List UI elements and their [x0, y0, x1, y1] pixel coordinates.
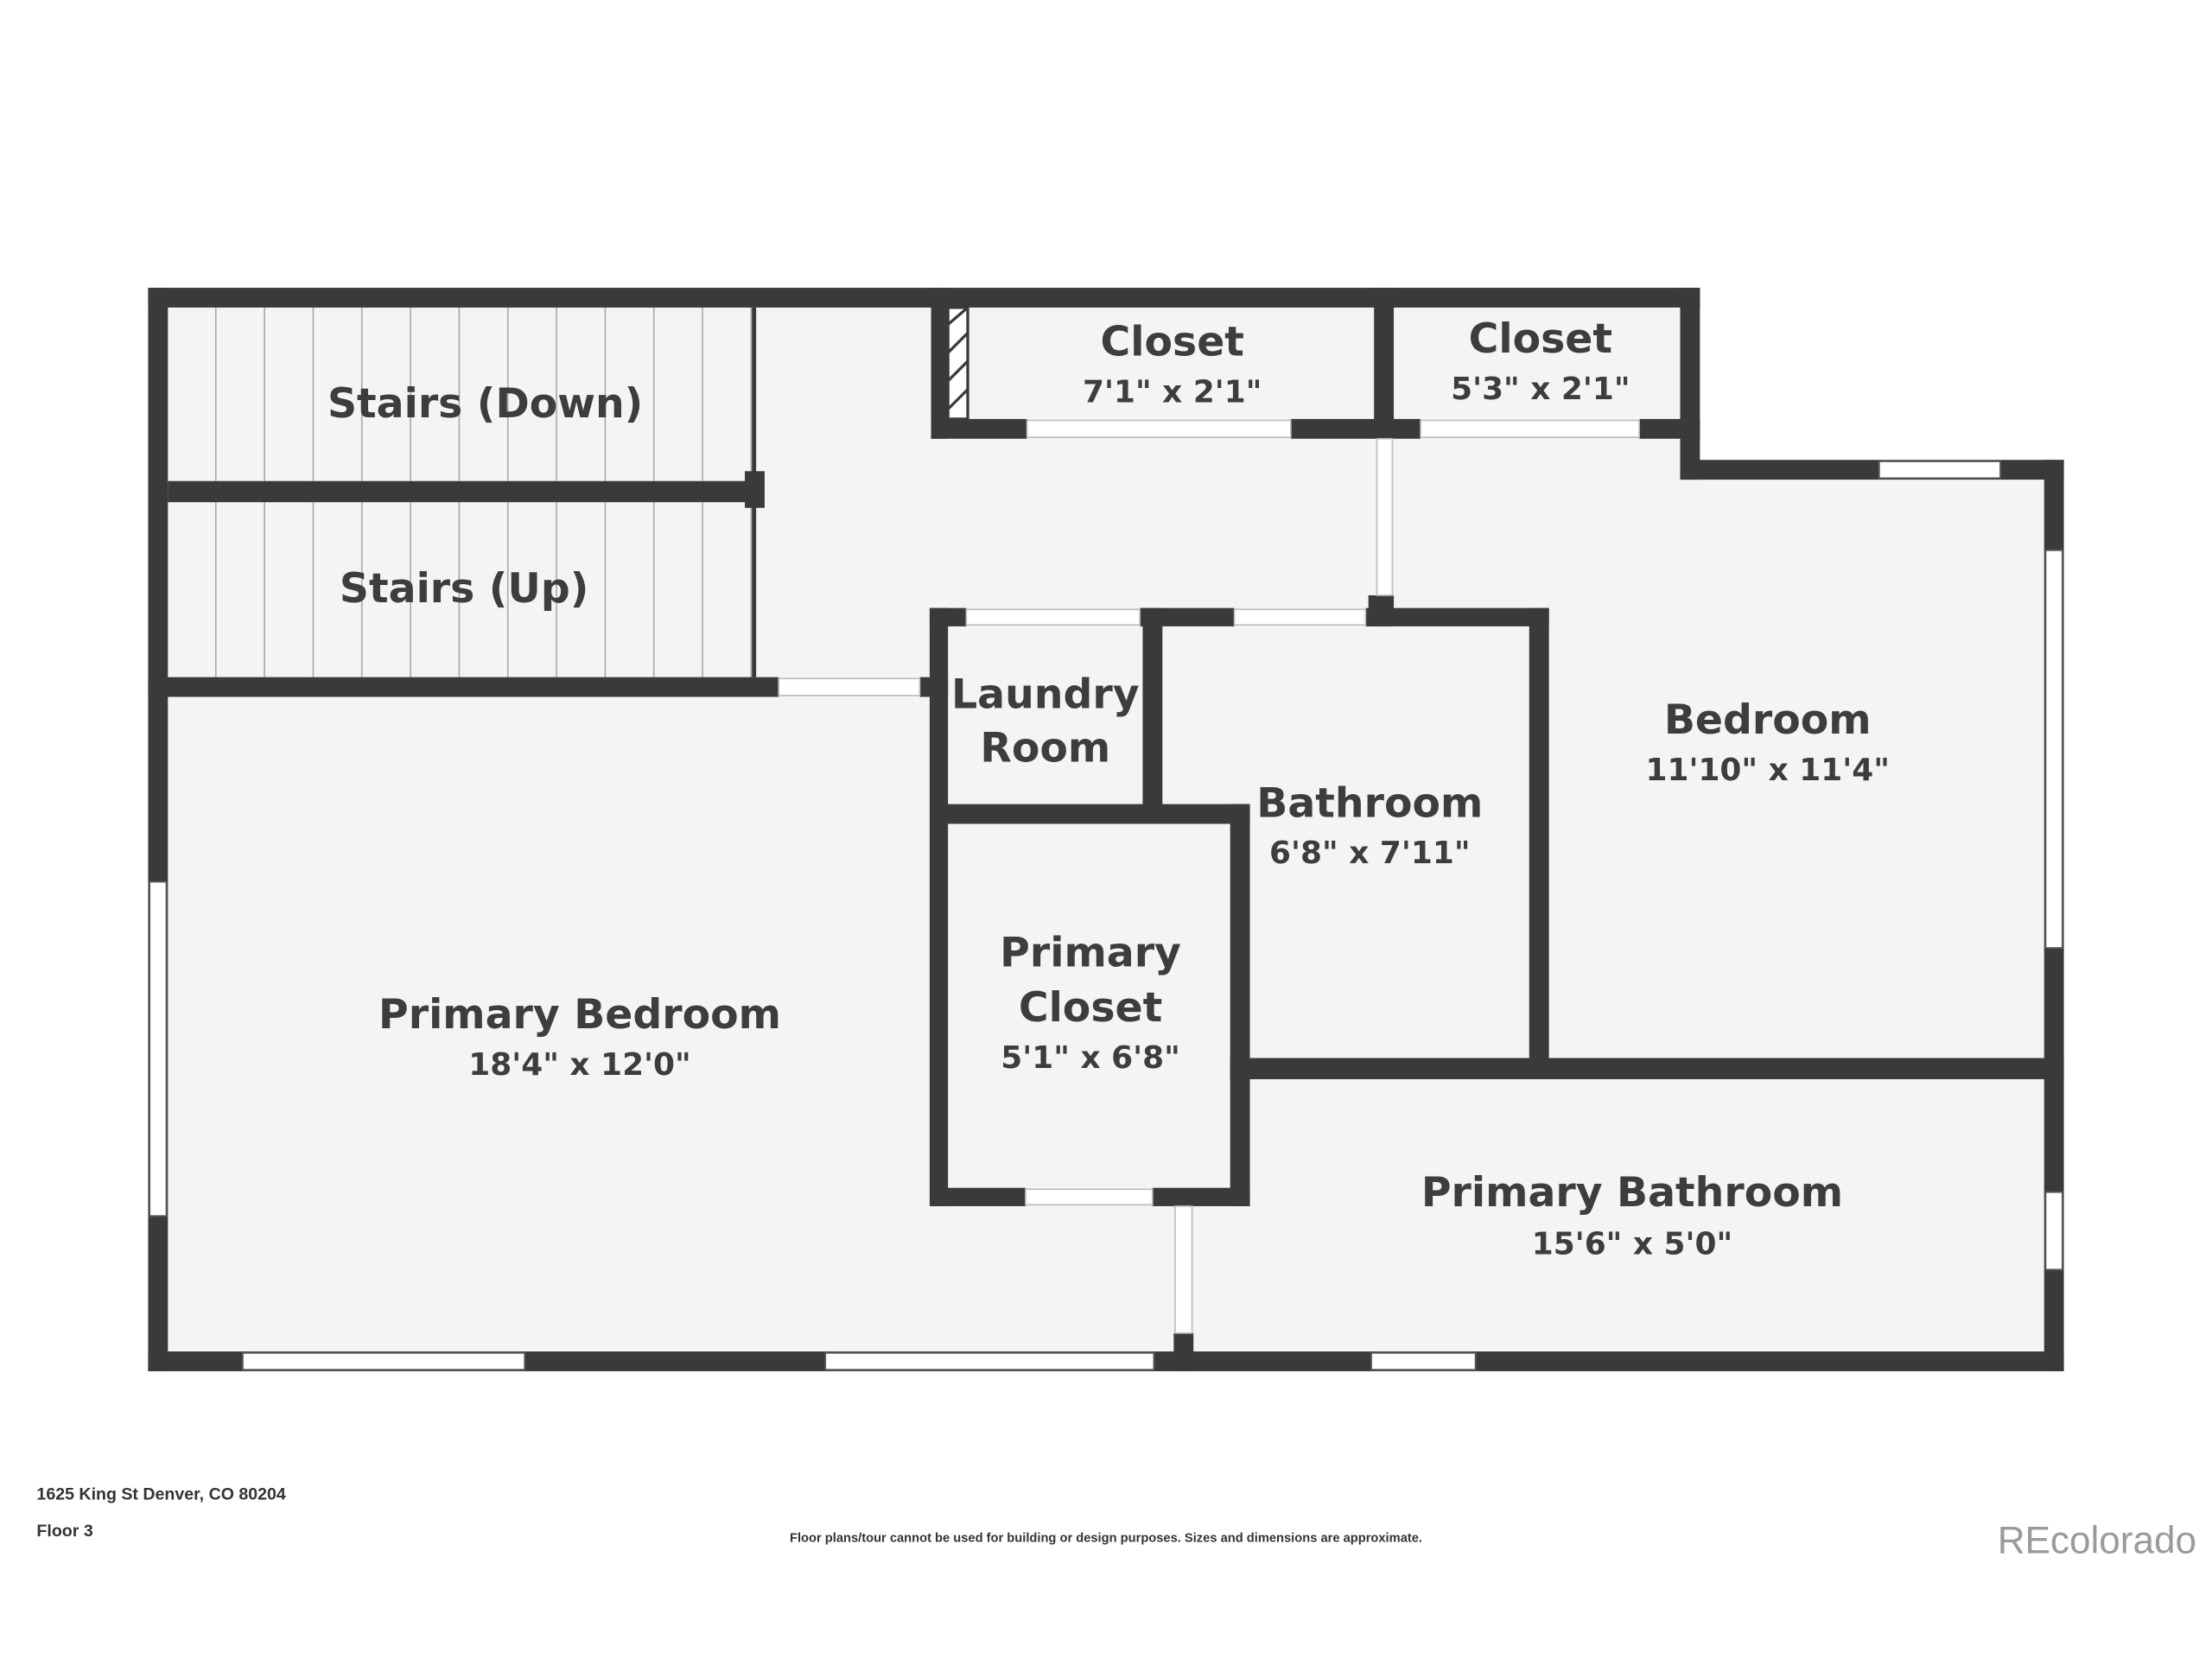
room-dims-primary-closet: 5'1" x 6'8" — [1001, 1040, 1180, 1076]
windows — [149, 460, 2063, 1371]
room-name-primary-closet-2: Closet — [1019, 984, 1162, 1032]
disclaimer-text: Floor plans/tour cannot be used for buil… — [790, 1531, 1422, 1545]
room-name-closet-2: Closet — [1469, 315, 1612, 363]
hatched-column — [946, 306, 969, 421]
room-name-primary-bedroom: Primary Bedroom — [378, 991, 781, 1039]
room-name-closet-1: Closet — [1101, 318, 1244, 365]
room-name-primary-closet: Primary — [1000, 929, 1181, 976]
brand-logo: REcolorado — [1998, 1520, 2196, 1562]
room-name-laundry-2: Room — [980, 725, 1110, 772]
room-dims-closet-2: 5'3" x 2'1" — [1451, 372, 1630, 407]
room-name-bathroom: Bathroom — [1256, 779, 1483, 827]
room-name-primary-bathroom: Primary Bathroom — [1421, 1169, 1843, 1217]
floor-label: Floor 3 — [36, 1522, 92, 1541]
doorways — [778, 419, 1640, 1334]
stair-treads — [214, 307, 753, 677]
room-dims-primary-bathroom: 15'6" x 5'0" — [1532, 1226, 1732, 1262]
room-dims-closet-1: 7'1" x 2'1" — [1083, 374, 1262, 410]
floor-area — [148, 288, 2064, 1371]
room-dims-primary-bedroom: 18'4" x 12'0" — [468, 1047, 690, 1083]
room-name-stairs-up: Stairs (Up) — [340, 565, 588, 613]
room-dims-bathroom: 6'8" x 7'11" — [1269, 836, 1470, 871]
room-name-laundry: Laundry — [951, 671, 1140, 719]
address-text: 1625 King St Denver, CO 80204 — [36, 1485, 285, 1504]
room-name-bedroom: Bedroom — [1664, 696, 1872, 744]
room-dims-bedroom: 11'10" x 11'4" — [1645, 753, 1889, 788]
room-name-stairs-down: Stairs (Down) — [327, 380, 643, 428]
